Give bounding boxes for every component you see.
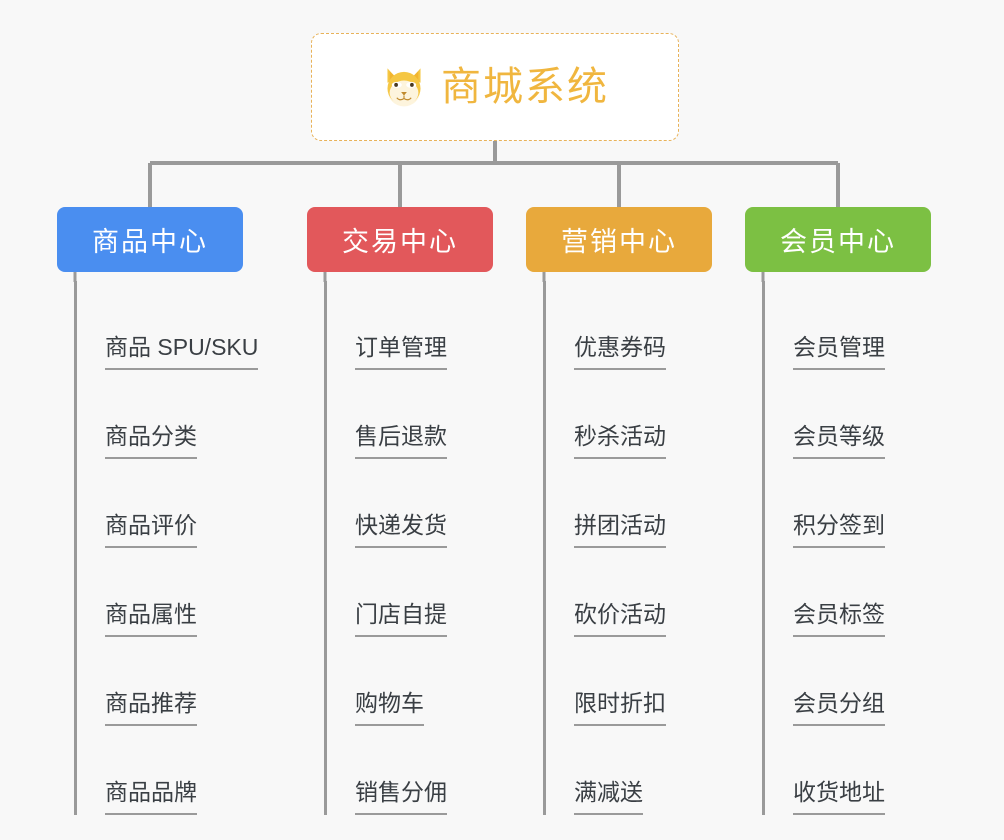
branch-header-product[interactable]: 商品中心 — [57, 207, 243, 272]
leaf-item[interactable]: 会员等级 — [762, 370, 931, 459]
leaf-item[interactable]: 砍价活动 — [543, 548, 712, 637]
shiba-dog-face-icon — [387, 68, 421, 107]
leaf-label: 商品 SPU/SKU — [105, 336, 259, 370]
leaf-item[interactable]: 商品评价 — [74, 459, 258, 548]
leaf-list-member: 会员管理 会员等级 积分签到 会员标签 会员分组 收货地址 — [762, 281, 931, 815]
leaf-label: 会员标签 — [793, 603, 885, 637]
leaf-item[interactable]: 会员分组 — [762, 637, 931, 726]
leaf-list-marketing: 优惠券码 秒杀活动 拼团活动 砍价活动 限时折扣 满减送 — [543, 281, 712, 815]
branch-body-marketing: 优惠券码 秒杀活动 拼团活动 砍价活动 限时折扣 满减送 — [526, 281, 712, 815]
leaf-label: 会员等级 — [793, 425, 885, 459]
leaf-item[interactable]: 秒杀活动 — [543, 370, 712, 459]
leaf-item[interactable]: 商品 SPU/SKU — [74, 281, 259, 370]
leaf-item[interactable]: 门店自提 — [324, 548, 493, 637]
leaf-label: 商品推荐 — [105, 692, 197, 726]
leaf-item[interactable]: 订单管理 — [324, 281, 493, 370]
branch-header-member[interactable]: 会员中心 — [745, 207, 931, 272]
leaf-label: 秒杀活动 — [574, 425, 666, 459]
leaf-item[interactable]: 限时折扣 — [543, 637, 712, 726]
branch-column-product: 商品中心 商品 SPU/SKU 商品分类 商品评价 商品属性 商品推荐 — [57, 207, 259, 815]
leaf-label: 限时折扣 — [574, 692, 666, 726]
branch-header-label: 营销中心 — [561, 227, 677, 257]
leaf-item[interactable]: 商品分类 — [74, 370, 258, 459]
leaf-label: 收货地址 — [793, 781, 885, 815]
branch-header-trade[interactable]: 交易中心 — [307, 207, 493, 272]
branch-header-label: 商品中心 — [92, 227, 208, 257]
leaf-item[interactable]: 商品推荐 — [74, 637, 258, 726]
leaf-item[interactable]: 会员管理 — [762, 281, 931, 370]
leaf-label: 会员分组 — [793, 692, 885, 726]
branch-column-marketing: 营销中心 优惠券码 秒杀活动 拼团活动 砍价活动 限时折扣 — [526, 207, 712, 815]
leaf-item[interactable]: 购物车 — [324, 637, 493, 726]
leaf-label: 砍价活动 — [574, 603, 666, 637]
branch-body-product: 商品 SPU/SKU 商品分类 商品评价 商品属性 商品推荐 商品品牌 — [57, 281, 259, 815]
leaf-label: 销售分佣 — [355, 781, 447, 815]
leaf-item[interactable]: 满减送 — [543, 726, 712, 815]
branch-column-trade: 交易中心 订单管理 售后退款 快递发货 门店自提 购物车 — [307, 207, 493, 815]
leaf-item[interactable]: 商品属性 — [74, 548, 258, 637]
leaf-label: 优惠券码 — [574, 336, 666, 370]
leaf-item[interactable]: 优惠券码 — [543, 281, 712, 370]
leaf-label: 拼团活动 — [574, 514, 666, 548]
leaf-label: 满减送 — [574, 781, 643, 815]
leaf-label: 快递发货 — [355, 514, 447, 548]
leaf-item[interactable]: 收货地址 — [762, 726, 931, 815]
leaf-item[interactable]: 拼团活动 — [543, 459, 712, 548]
leaf-item[interactable]: 会员标签 — [762, 548, 931, 637]
leaf-label: 会员管理 — [793, 336, 885, 370]
leaf-label: 商品品牌 — [105, 781, 197, 815]
root-title: 商城系统 — [441, 65, 609, 109]
leaf-item[interactable]: 快递发货 — [324, 459, 493, 548]
leaf-list-trade: 订单管理 售后退款 快递发货 门店自提 购物车 销售分佣 — [324, 281, 493, 815]
leaf-label: 购物车 — [355, 692, 424, 726]
branch-column-member: 会员中心 会员管理 会员等级 积分签到 会员标签 会员分组 — [745, 207, 931, 815]
leaf-list-product: 商品 SPU/SKU 商品分类 商品评价 商品属性 商品推荐 商品品牌 — [74, 281, 259, 815]
leaf-item[interactable]: 商品品牌 — [74, 726, 258, 815]
leaf-label: 商品评价 — [105, 514, 197, 548]
leaf-label: 门店自提 — [355, 603, 447, 637]
leaf-item[interactable]: 售后退款 — [324, 370, 493, 459]
branch-header-label: 会员中心 — [780, 227, 896, 257]
branch-body-member: 会员管理 会员等级 积分签到 会员标签 会员分组 收货地址 — [745, 281, 931, 815]
leaf-label: 商品分类 — [105, 425, 197, 459]
leaf-item[interactable]: 销售分佣 — [324, 726, 493, 815]
branch-header-label: 交易中心 — [342, 227, 458, 257]
leaf-label: 商品属性 — [105, 603, 197, 637]
branch-header-marketing[interactable]: 营销中心 — [526, 207, 712, 272]
leaf-label: 订单管理 — [355, 336, 447, 370]
root-node[interactable]: 商城系统 — [311, 33, 679, 141]
branch-body-trade: 订单管理 售后退款 快递发货 门店自提 购物车 销售分佣 — [307, 281, 493, 815]
leaf-label: 售后退款 — [355, 425, 447, 459]
leaf-item[interactable]: 积分签到 — [762, 459, 931, 548]
leaf-label: 积分签到 — [793, 514, 885, 548]
